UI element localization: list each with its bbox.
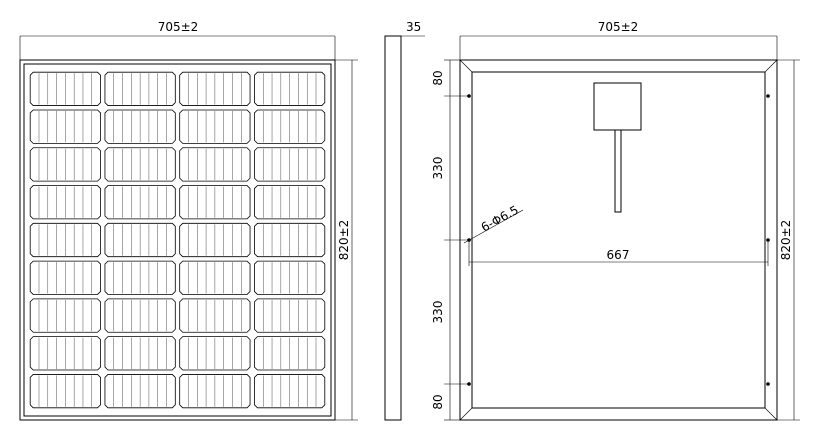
- solar-cell: [104, 374, 176, 409]
- junction-cable: [614, 129, 622, 213]
- solar-cell: [29, 147, 101, 182]
- solar-cell: [29, 71, 101, 106]
- front-frame-inner: [23, 63, 332, 417]
- solar-cell: [104, 260, 176, 295]
- front-height-label: 820±2: [337, 220, 351, 261]
- solar-cell: [179, 71, 251, 106]
- solar-cell: [179, 260, 251, 295]
- solar-cell: [254, 147, 326, 182]
- solar-cell: [104, 298, 176, 333]
- solar-cell: [104, 147, 176, 182]
- solar-cell: [254, 260, 326, 295]
- solar-cell: [29, 260, 101, 295]
- upper-spacing-label: 330: [431, 157, 445, 180]
- front-height-dimension: 820±2: [335, 59, 358, 421]
- bottom-offset-label: 80: [431, 394, 445, 409]
- solar-cell: [179, 298, 251, 333]
- back-vertical-dimensions: 80 330 330 80: [431, 59, 469, 421]
- solar-cell: [29, 298, 101, 333]
- mounting-holes: [467, 94, 770, 386]
- back-width-label: 705±2: [598, 20, 639, 34]
- solar-cell: [29, 109, 101, 144]
- side-view: 35: [384, 20, 425, 421]
- solar-cell: [29, 222, 101, 258]
- solar-cell: [104, 185, 176, 220]
- solar-cell: [104, 109, 176, 144]
- solar-cell: [29, 185, 101, 220]
- back-frame-outer: [459, 59, 778, 421]
- solar-cell: [254, 298, 326, 333]
- holes-label: 6-Φ6.5: [479, 203, 521, 235]
- back-view: 705±2 667 6-Φ6.5: [431, 20, 800, 421]
- front-width-dimension: 705±2: [19, 20, 336, 60]
- junction-box: [593, 82, 642, 131]
- solar-cell: [179, 109, 251, 144]
- back-frame-inner: [471, 71, 766, 409]
- front-view: 705±2 820±2: [19, 20, 358, 421]
- solar-cell: [179, 147, 251, 182]
- solar-cell: [104, 336, 176, 371]
- solar-cell: [254, 336, 326, 371]
- solar-cell: [254, 109, 326, 144]
- side-frame: [384, 35, 402, 421]
- mounting-hole: [766, 94, 770, 98]
- solar-cell: [29, 374, 101, 409]
- mounting-hole: [766, 382, 770, 386]
- front-frame-outer: [19, 59, 336, 421]
- hole-spacing-dimension: 667: [468, 240, 769, 266]
- top-offset-label: 80: [431, 70, 445, 85]
- solar-cell: [179, 336, 251, 371]
- solar-cell: [179, 374, 251, 409]
- side-thickness-label: 35: [406, 20, 421, 34]
- solar-cell: [254, 374, 326, 409]
- solar-cell: [254, 185, 326, 220]
- solar-cell: [179, 222, 251, 258]
- front-width-label: 705±2: [158, 20, 199, 34]
- solar-cell: [254, 222, 326, 258]
- solar-cell: [29, 336, 101, 371]
- solar-cell-grid: [29, 71, 326, 409]
- back-width-dimension: 705±2: [459, 20, 778, 60]
- solar-cell: [254, 71, 326, 106]
- lower-spacing-label: 330: [431, 301, 445, 324]
- holes-callout: 6-Φ6.5: [463, 203, 524, 244]
- back-height-label: 820±2: [779, 220, 793, 261]
- solar-cell: [179, 185, 251, 220]
- back-height-dimension: 820±2: [777, 59, 800, 421]
- solar-cell: [104, 71, 176, 106]
- hole-spacing-label: 667: [607, 248, 630, 262]
- solar-cell: [104, 222, 176, 258]
